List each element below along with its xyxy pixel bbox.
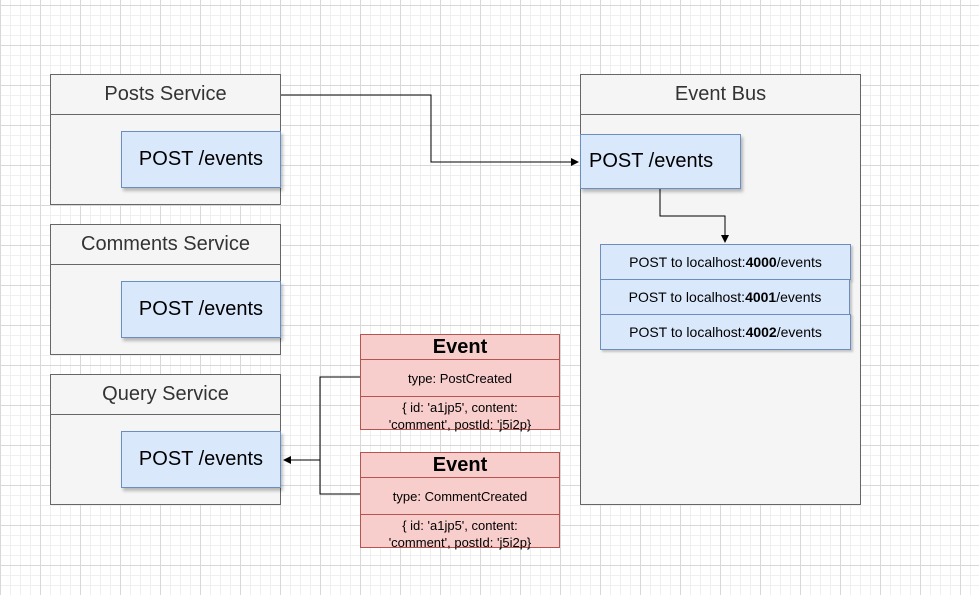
- event-title: Event: [361, 453, 559, 478]
- post-created-to-query-arrow: [283, 376, 360, 464]
- destination-port: 4002: [745, 324, 777, 340]
- posts-to-eventbus-arrow: [281, 94, 579, 166]
- event-data: { id: 'a1jp5', content: 'comment', postI…: [361, 515, 559, 550]
- event-data-line: 'comment', postId: 'j5i2p}: [388, 417, 532, 432]
- event-data-line: 'comment', postId: 'j5i2p}: [388, 535, 532, 550]
- destination-suffix: /events: [776, 324, 822, 340]
- event-data-line: { id: 'a1jp5', content:: [402, 518, 518, 533]
- query-service-title: Query Service: [51, 375, 280, 415]
- destination-suffix: /events: [776, 289, 822, 305]
- posts-service-title: Posts Service: [51, 75, 280, 115]
- destination-prefix: POST to localhost:: [629, 324, 746, 340]
- event-data-line: { id: 'a1jp5', content:: [402, 400, 518, 415]
- event-card-post-created[interactable]: Event type: PostCreated { id: 'a1jp5', c…: [360, 334, 560, 432]
- comment-created-connector: [319, 460, 360, 495]
- comments-service-title: Comments Service: [51, 225, 280, 265]
- event-title: Event: [361, 335, 559, 360]
- event-data: { id: 'a1jp5', content: 'comment', postI…: [361, 397, 559, 432]
- event-bus-title: Event Bus: [581, 75, 860, 115]
- comments-service-endpoint[interactable]: POST /events: [121, 281, 281, 338]
- event-bus-destination-4000[interactable]: POST to localhost:4000/events: [600, 244, 851, 280]
- posts-service-endpoint[interactable]: POST /events: [121, 131, 281, 188]
- destination-port: 4000: [745, 254, 777, 270]
- destination-prefix: POST to localhost:: [629, 254, 746, 270]
- event-bus-destination-4001[interactable]: POST to localhost:4001/events: [600, 279, 850, 315]
- event-type: type: CommentCreated: [361, 478, 559, 515]
- event-card-comment-created[interactable]: Event type: CommentCreated { id: 'a1jp5'…: [360, 452, 560, 550]
- event-type: type: PostCreated: [361, 360, 559, 397]
- destination-suffix: /events: [776, 254, 822, 270]
- event-bus-destination-4002[interactable]: POST to localhost:4002/events: [600, 314, 851, 350]
- query-service-endpoint[interactable]: POST /events: [121, 431, 281, 488]
- destination-port: 4001: [745, 289, 777, 305]
- destination-prefix: POST to localhost:: [628, 289, 746, 305]
- eventbus-to-destinations-arrow: [659, 189, 729, 243]
- event-bus-endpoint[interactable]: POST /events: [580, 134, 741, 189]
